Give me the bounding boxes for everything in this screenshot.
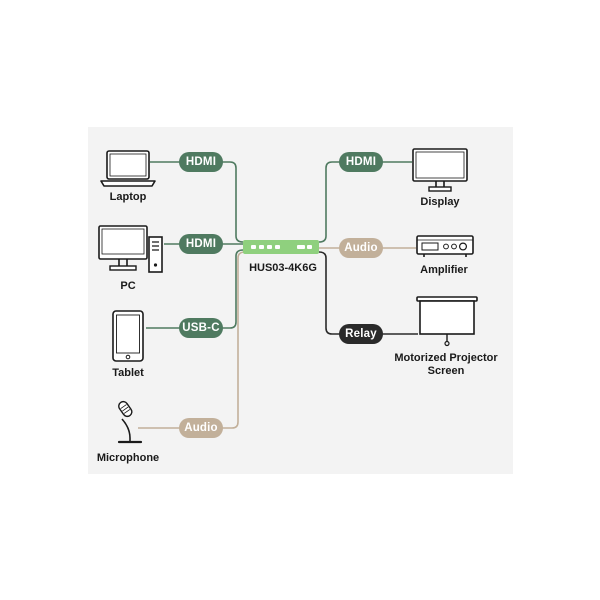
amplifier-label: Amplifier: [420, 264, 468, 276]
wire-laptop-hdmi: [150, 161, 244, 243]
projector-screen-icon: [416, 296, 478, 347]
amplifier-audio-badge: Audio: [339, 238, 383, 258]
wire-microphone-audio: [138, 251, 246, 429]
microphone-icon: [117, 400, 143, 444]
projector-screen-label: Motorized Projector Screen: [394, 352, 498, 377]
display-label: Display: [420, 196, 460, 208]
hub-device: [243, 240, 319, 254]
pc-icon: [98, 225, 163, 273]
hub-model-label: HUS03-4K6G: [249, 262, 317, 274]
pc-hdmi-badge: HDMI: [179, 234, 223, 254]
wire-tablet-usbc: [146, 249, 244, 329]
laptop-label: Laptop: [109, 191, 147, 203]
microphone-label: Microphone: [96, 452, 160, 464]
laptop-icon: [100, 150, 156, 187]
laptop-hdmi-badge: HDMI: [179, 152, 223, 172]
amplifier-icon: [416, 235, 474, 257]
wire-screen-relay: [318, 251, 418, 335]
display-icon: [412, 148, 468, 192]
screen-relay-badge: Relay: [339, 324, 383, 344]
microphone-audio-badge: Audio: [179, 418, 223, 438]
tablet-usbc-badge: USB-C: [179, 318, 223, 338]
pc-label: PC: [120, 280, 136, 292]
tablet-label: Tablet: [112, 367, 144, 379]
wire-display-hdmi: [318, 161, 412, 243]
display-hdmi-badge: HDMI: [339, 152, 383, 172]
tablet-icon: [112, 310, 144, 362]
